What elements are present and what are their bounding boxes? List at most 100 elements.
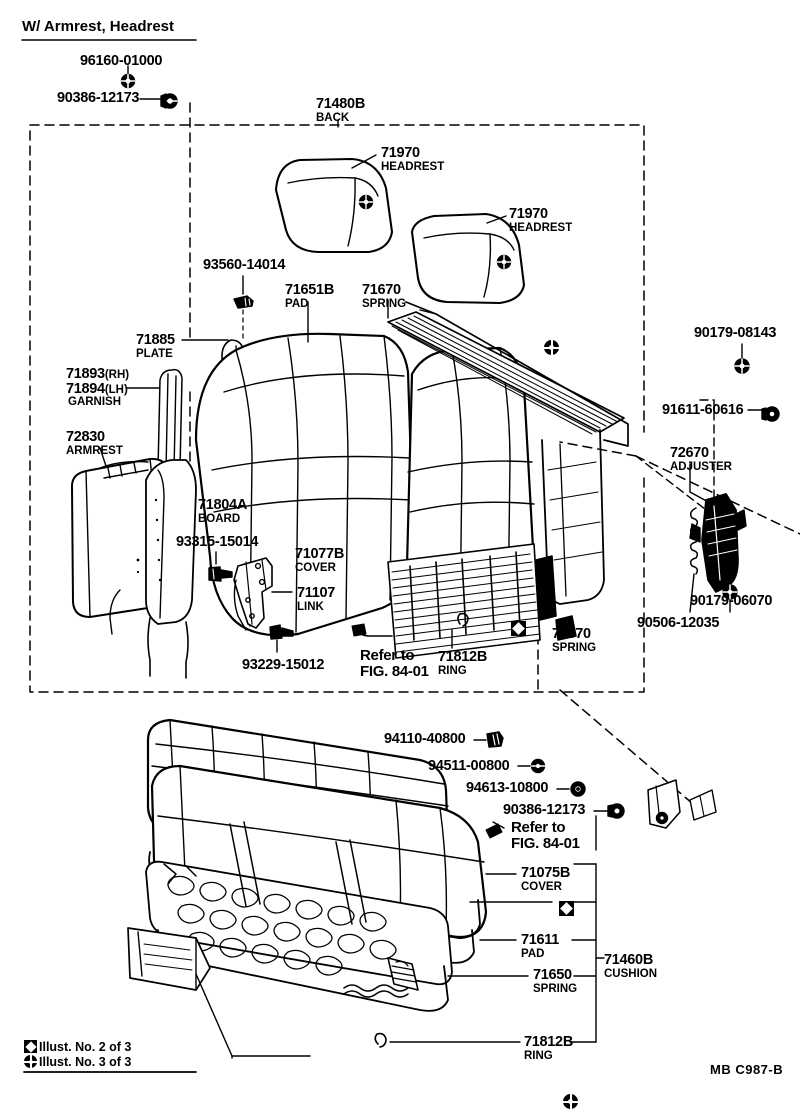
part-number: 71970 xyxy=(381,145,420,161)
page-title: W/ Armrest, Headrest xyxy=(22,18,174,35)
part-description: RING xyxy=(438,665,467,677)
part-number: 94613-10800 xyxy=(466,780,549,796)
part-number: 71670 xyxy=(362,282,401,298)
part-description: HEADREST xyxy=(381,161,445,173)
part-description: PLATE xyxy=(136,348,173,360)
callout-9451100800: 94511-00800 xyxy=(428,758,510,774)
part-number: 71804A xyxy=(198,497,247,513)
circle-marker-icon xyxy=(24,1055,37,1068)
refer-line-2: FIG. 84-01 xyxy=(360,663,429,680)
callout-71894: 71894(LH) xyxy=(66,382,128,397)
diamond-marker-icon xyxy=(24,1040,37,1053)
part-description: PAD xyxy=(521,948,545,960)
callout-9050612035: 90506-12035 xyxy=(637,616,719,631)
circle-marker-icon xyxy=(544,340,559,355)
part-number: 90386-12173 xyxy=(57,90,140,106)
part-description: COVER xyxy=(521,881,562,893)
part-number: 71075B xyxy=(521,865,570,881)
part-description: SPRING xyxy=(533,983,578,995)
part-description: COVER xyxy=(295,562,336,574)
callout-9038612173: 90386-12173 xyxy=(503,803,585,818)
callout-garnish: GARNISH xyxy=(68,396,121,408)
callout-9038612173: 90386-12173 xyxy=(57,91,139,106)
part-number: 90506-12035 xyxy=(637,615,720,631)
refer-line-1: Refer to xyxy=(360,647,415,664)
callout-9461310800: 94613-10800 xyxy=(466,781,548,796)
sheet-code: MB C987-B xyxy=(710,1062,784,1077)
part-description: BACK xyxy=(316,112,350,124)
part-side-suffix: (LH) xyxy=(104,384,128,396)
part-number: 93560-14014 xyxy=(203,257,286,273)
part-number: 91611-60616 xyxy=(662,402,744,418)
callout-9017908143: 90179-08143 xyxy=(694,326,776,341)
callout-9616001000: 96160-01000 xyxy=(80,54,162,69)
part-description: SPRING xyxy=(552,642,597,654)
part-number: 71650 xyxy=(533,967,572,983)
callout-71893: 71893(RH) xyxy=(66,367,129,382)
part-number: 71893(RH) xyxy=(66,366,130,382)
callout-9161160616: 91611-60616 xyxy=(662,402,744,418)
part-number: 71894(LH) xyxy=(66,381,128,397)
part-number: 71812B xyxy=(438,649,487,665)
part-number: 90386-12173 xyxy=(503,802,586,818)
part-number: 94110-40800 xyxy=(384,731,466,747)
callout-9322915012: 93229-15012 xyxy=(242,658,324,673)
part-number: 71460B xyxy=(604,952,653,968)
part-description: LINK xyxy=(297,601,324,613)
legend-label-2of3: Illust. No. 2 of 3 xyxy=(39,1040,132,1054)
part-number: 90179-08143 xyxy=(694,325,777,341)
part-description: GARNISH xyxy=(68,396,122,408)
part-number: 96160-01000 xyxy=(80,53,163,69)
part-number: 93229-15012 xyxy=(242,657,325,673)
part-description: ARMREST xyxy=(66,445,123,457)
part-number: 71077B xyxy=(295,546,344,562)
part-description: HEADREST xyxy=(509,222,573,234)
part-number: 90179-06070 xyxy=(690,593,773,609)
part-description: CUSHION xyxy=(604,968,658,980)
part-description: PAD xyxy=(285,298,309,310)
part-number: 71885 xyxy=(136,332,175,348)
legend: Illust. No. 2 of 3 Illust. No. 3 of 3 xyxy=(24,1040,131,1070)
part-number: 71651B xyxy=(285,282,334,298)
part-number: 71480B xyxy=(316,96,365,112)
part-number: 94511-00800 xyxy=(428,758,510,774)
part-number: 71812B xyxy=(524,1034,573,1050)
legend-row-2of3: Illust. No. 2 of 3 xyxy=(24,1040,131,1055)
legend-row-3of3: Illust. No. 3 of 3 xyxy=(24,1055,131,1070)
part-description: SPRING xyxy=(362,298,407,310)
part-number: 72830 xyxy=(66,429,105,445)
part-number: 72670 xyxy=(670,445,709,461)
refer-line-1: Refer to xyxy=(511,819,566,836)
callout-9356014014: 93560-14014 xyxy=(203,258,285,273)
part-side-suffix: (RH) xyxy=(104,369,130,381)
refer-line-2: FIG. 84-01 xyxy=(511,835,580,852)
callout-9331515014: 93315-15014 xyxy=(176,535,258,550)
circle-marker-icon xyxy=(563,1094,578,1109)
diamond-marker-icon xyxy=(511,621,526,636)
legend-label-3of3: Illust. No. 3 of 3 xyxy=(39,1055,132,1069)
part-number: 71970 xyxy=(509,206,548,222)
part-description: ADJUSTER xyxy=(670,461,732,473)
part-number: 71611 xyxy=(521,932,560,948)
